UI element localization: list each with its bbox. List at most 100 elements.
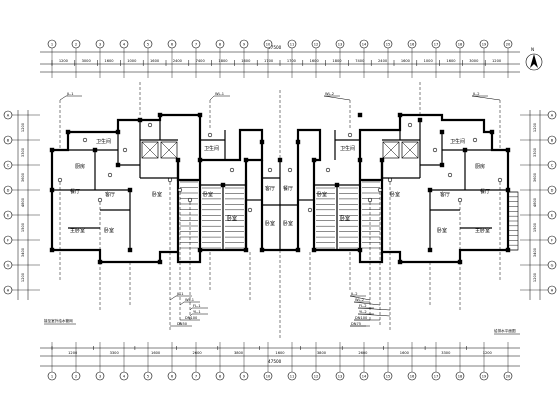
axis-bubble: 7: [191, 342, 201, 381]
axis-bubble: 20: [503, 342, 513, 381]
overall-dimension-top: 47500: [268, 45, 282, 50]
bottom-dimension-lines: 47500: [40, 347, 520, 367]
axis-bubble: 12: [311, 39, 321, 78]
pipe-label: JL-1: [176, 292, 184, 296]
dimension-text: 1600: [241, 59, 251, 63]
axis-label: E: [7, 213, 10, 217]
column: [311, 247, 317, 253]
pipe-leader: JL-1: [59, 92, 82, 101]
dimension-text: 1600: [400, 351, 410, 355]
pipe-label: DN50: [177, 322, 188, 326]
stair-run: [225, 187, 244, 249]
axis-label: F: [551, 238, 553, 242]
column: [311, 157, 317, 163]
axis-bubble: A: [3, 110, 40, 120]
axis-label: 5: [147, 43, 149, 47]
column: [175, 157, 181, 163]
column: [49, 147, 55, 153]
elevator-shafts: [141, 141, 419, 159]
axis-label: 10: [266, 43, 271, 47]
pipe-label: WL-2: [355, 298, 364, 302]
axis-label: 18: [458, 375, 463, 379]
axis-bubble: D: [3, 185, 40, 195]
axis-label: F: [7, 238, 9, 242]
stair-run: [180, 181, 198, 249]
axis-label: 18: [458, 43, 463, 47]
axis-bubble: 18: [455, 342, 465, 381]
room-label: 卧室: [227, 215, 237, 222]
riser-marker: [367, 197, 373, 203]
dimension-text: 1200: [21, 122, 25, 132]
axis-bubble: 2: [71, 39, 81, 78]
column: [127, 187, 133, 193]
pipe-leaders: JL-1WL-1FL-1YL-1DN100DN50JL-2WL-2FL-2YL-…: [59, 92, 501, 327]
dimension-text: 1700: [264, 59, 274, 63]
axis-label: 4: [123, 375, 126, 379]
axis-label: 12: [314, 43, 319, 47]
dimension-text: 3300: [441, 351, 451, 355]
axis-label: 8: [219, 43, 222, 47]
footnote-left: 接至室外给水管网: [44, 318, 73, 323]
stair-run: [339, 187, 358, 249]
axis-bubble: 8: [215, 39, 225, 78]
column: [197, 157, 203, 163]
room-label: 卧室: [152, 191, 162, 198]
axis-label: C: [551, 163, 554, 167]
dimension-text: 7400: [196, 59, 206, 63]
axis-label: 16: [410, 375, 415, 379]
stair-run: [316, 187, 335, 249]
riser-marker: [267, 167, 273, 173]
axis-bubble: B: [3, 135, 40, 145]
axis-bubble: 5: [143, 342, 153, 381]
axis-label: 9: [243, 43, 246, 47]
axis-label: 8: [219, 375, 222, 379]
axis-label: 1: [51, 43, 53, 47]
axis-label: 14: [362, 43, 367, 47]
axis-label: H: [551, 288, 554, 292]
dimension-text: 1000: [424, 59, 434, 63]
pipe-leader: JL-2: [349, 292, 371, 301]
column: [137, 117, 143, 123]
column: [357, 157, 363, 163]
riser-marker: [147, 122, 153, 128]
axis-label: A: [7, 113, 10, 117]
pipe-label: WL-2: [325, 92, 334, 96]
column: [243, 157, 249, 163]
column: [397, 259, 403, 265]
room-label: 卫生间: [450, 138, 465, 145]
axis-bubble: E: [520, 210, 557, 220]
dimension-text: 3800: [234, 351, 244, 355]
axis-bubble: 12: [311, 342, 321, 381]
column: [49, 187, 55, 193]
column: [427, 247, 433, 253]
riser-marker: [187, 197, 193, 203]
dimension-text: 1200: [492, 59, 502, 63]
pipe-label: WL-1: [185, 298, 194, 302]
overall-dimension-bottom: 47500: [268, 359, 282, 364]
room-label: 卫生间: [340, 145, 355, 152]
axis-bubble: 2: [71, 342, 81, 381]
axis-bubble: 11: [287, 39, 297, 78]
axis-bubble: 4: [119, 39, 129, 78]
axis-bubble: 6: [167, 39, 177, 78]
axis-bubble: C: [3, 160, 40, 170]
dimension-text: 3800: [317, 351, 327, 355]
pipe-leader: FL-2: [357, 304, 391, 311]
stair-run: [362, 181, 380, 249]
dimension-text: 1200: [68, 351, 78, 355]
riser-marker: [472, 137, 478, 143]
dimension-text: 3000: [82, 59, 92, 63]
axis-bubble: 14: [359, 342, 369, 381]
pipe-label: DN100: [185, 316, 198, 320]
column: [334, 182, 340, 188]
right-dimension-lines: [529, 110, 541, 300]
axis-label: 15: [386, 375, 391, 379]
room-label: 主卧室: [475, 227, 490, 234]
column: [243, 247, 249, 253]
room-label: 卧室: [265, 220, 275, 227]
axis-bubble: F: [520, 235, 557, 245]
